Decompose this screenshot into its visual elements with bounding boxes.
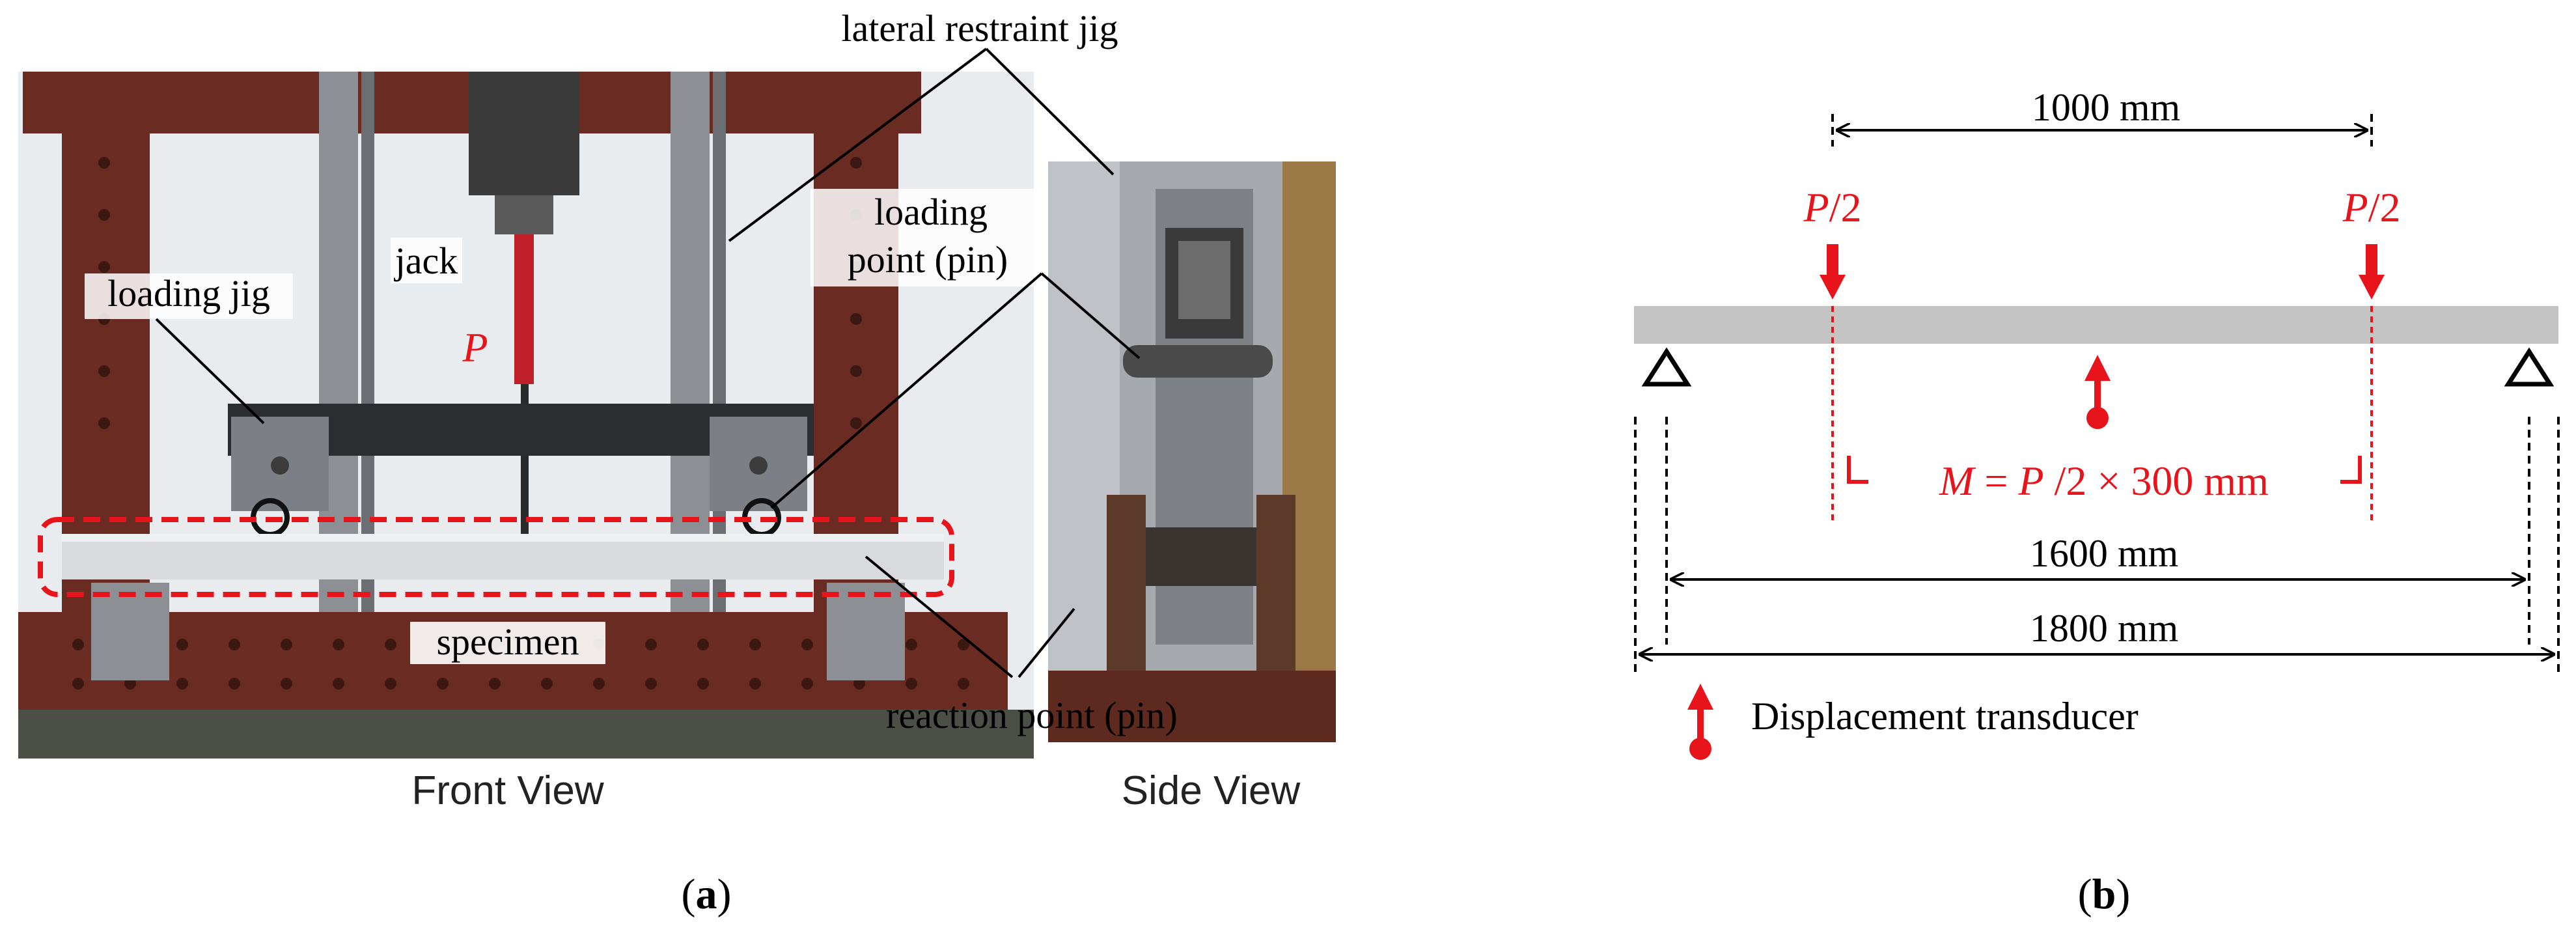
caption-b-close: ) — [2116, 870, 2130, 918]
left-load-div: /2 — [1829, 184, 1862, 230]
moment-m: M — [1939, 458, 1976, 504]
legend-transducer-icon — [1687, 684, 1713, 760]
caption-b: (b) — [2078, 870, 2131, 918]
right-support-icon — [2504, 347, 2555, 387]
moment-p: P — [2017, 458, 2043, 504]
moment-label: M = P /2 × 300 mm — [1939, 458, 2269, 504]
side-view-photo — [1048, 161, 1336, 742]
caption-b-open: ( — [2078, 870, 2092, 918]
transducer-icon — [2084, 355, 2111, 429]
caption-a: (a) — [682, 870, 732, 918]
left-support-icon — [1641, 347, 1692, 387]
total-length-label: 1800 mm — [2030, 607, 2178, 650]
moment-rest: /2 × 300 mm — [2044, 458, 2269, 504]
legend-label: Displacement transducer — [1751, 695, 2139, 738]
label-specimen: specimen — [436, 620, 579, 663]
right-load-div: /2 — [2368, 184, 2401, 230]
right-load-arrow-icon — [2359, 244, 2385, 299]
load-span-label: 1000 mm — [2032, 86, 2180, 129]
left-load-p: P — [1803, 184, 1829, 230]
caption-b-letter: b — [2092, 870, 2116, 918]
front-view-photo — [18, 72, 1038, 759]
label-jack-load: P — [462, 324, 488, 370]
label-jack: jack — [394, 240, 458, 282]
leader-lines — [155, 48, 1141, 678]
label-loading-point-line2: point (pin) — [848, 238, 1008, 281]
beam — [1634, 306, 2558, 344]
left-load-label: P/2 — [1803, 184, 1862, 230]
total-length-dimension — [1634, 417, 2560, 677]
support-span-label: 1600 mm — [2030, 532, 2178, 575]
label-front-view: Front View — [411, 768, 603, 813]
moment-bracket — [1847, 456, 2362, 484]
caption-a-close: ) — [717, 870, 732, 918]
caption-a-letter: a — [696, 870, 717, 918]
right-load-p: P — [2342, 184, 2368, 230]
label-loading-point-line1: loading — [874, 191, 988, 233]
right-load-label: P/2 — [2342, 184, 2401, 230]
load-span-dimension — [1831, 114, 2373, 146]
label-side-view: Side View — [1122, 768, 1301, 813]
specimen-highlight — [38, 517, 954, 597]
label-loading-jig: loading jig — [107, 272, 270, 314]
moment-eq: = — [1974, 458, 2018, 504]
label-reaction-point: reaction point (pin) — [886, 694, 1178, 736]
left-load-arrow-icon — [1820, 244, 1846, 299]
caption-a-open: ( — [682, 870, 696, 918]
label-lateral-restraint-jig: lateral restraint jig — [841, 7, 1118, 49]
support-span-dimension — [1665, 417, 2530, 645]
